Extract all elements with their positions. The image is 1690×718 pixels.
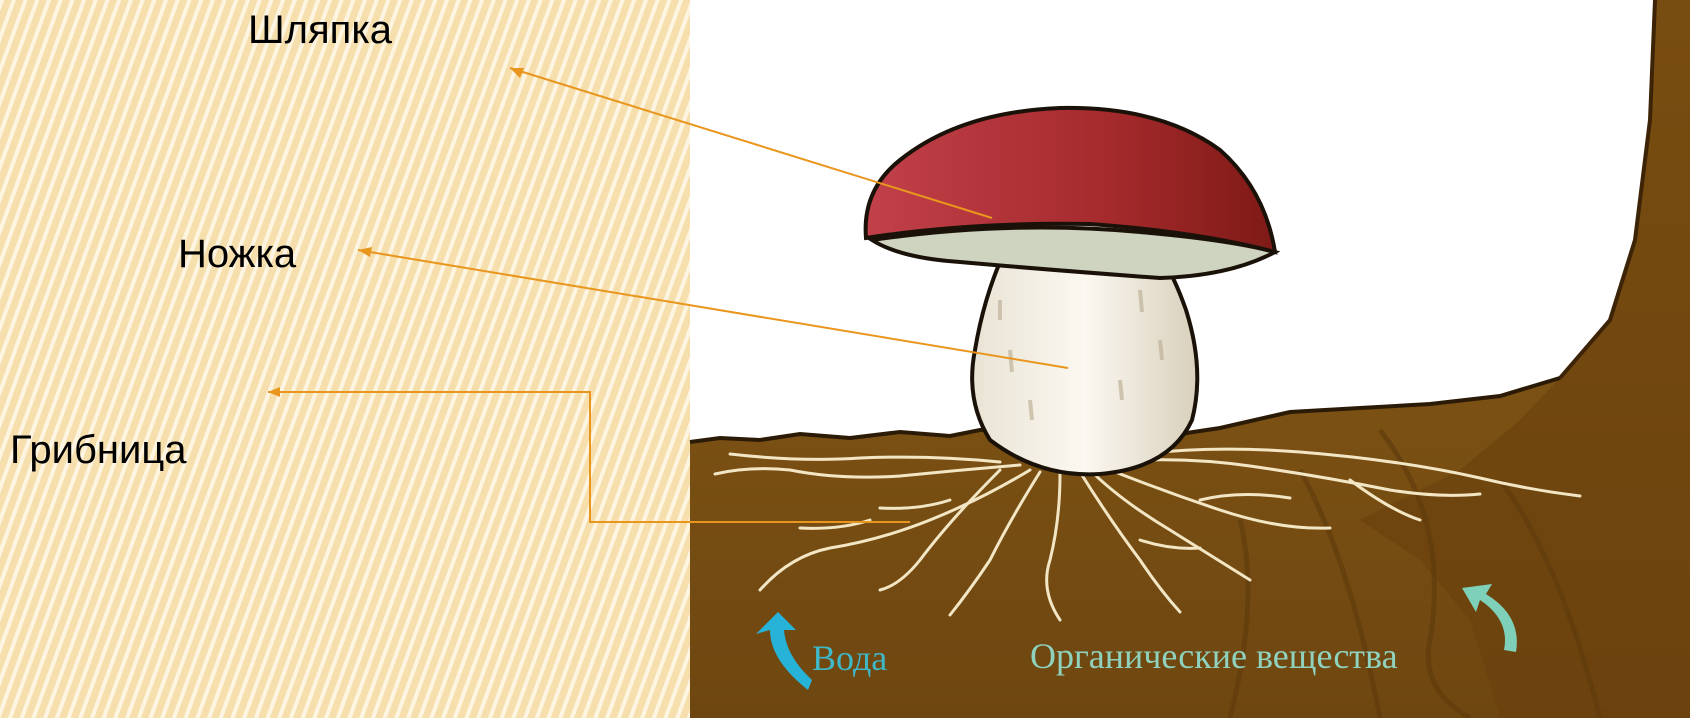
label-mycelium: Грибница: [10, 430, 187, 470]
cap-pointer-arrowhead: [510, 68, 524, 78]
label-cap: Шляпка: [248, 10, 392, 50]
cap-pointer: [510, 68, 992, 218]
water-label: Вода: [812, 638, 887, 678]
stem-pointer: [358, 250, 1068, 368]
organic-label: Органические вещества: [1030, 636, 1398, 676]
mycelium-pointer-arrowhead: [268, 387, 280, 397]
label-stem: Ножка: [178, 234, 296, 274]
stem-pointer-arrowhead: [358, 247, 372, 257]
